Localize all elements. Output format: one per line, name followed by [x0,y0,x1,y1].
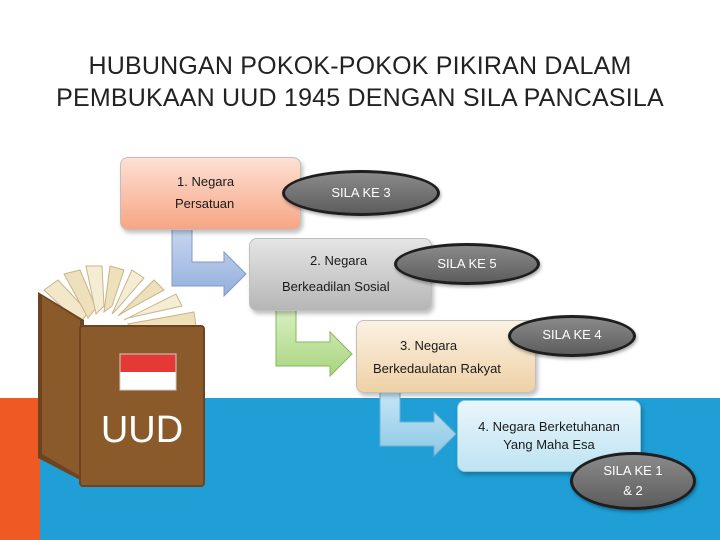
sila-badge-3: SILA KE 3 [282,170,440,216]
step-box-negara-persatuan: 1. Negara Persatuan [120,157,301,230]
arrow-2-to-3 [275,309,353,378]
step-4-line-1: 4. Negara Berketuhanan [478,419,620,434]
sila-badge-3-label: SILA KE 3 [331,185,391,200]
sila-badge-4-label: SILA KE 4 [542,327,602,342]
step-box-negara-berkedaulatan-rakyat: 3. Negara Berkedaulatan Rakyat [356,320,536,393]
indonesia-flag-icon [119,353,177,391]
arrow-1-to-2 [171,228,247,298]
step-1-line-1: 1. Negara [177,174,235,189]
step-3-line-1: 3. Negara [400,338,458,353]
sila-badge-5-label: SILA KE 5 [437,256,497,271]
sila-badge-4: SILA KE 4 [508,315,636,357]
step-4-line-2: Yang Maha Esa [503,437,595,452]
sila-badge-1-2: SILA KE 1 & 2 [570,452,696,510]
book-label: UUD [101,409,183,451]
sila-badge-5: SILA KE 5 [394,243,540,285]
step-2-line-1: 2. Negara [310,253,368,268]
step-3-line-2: Berkedaulatan Rakyat [373,361,501,376]
title-line-2: PEMBUKAAN UUD 1945 DENGAN SILA PANCASILA [56,84,664,112]
page-title: HUBUNGAN POKOK-POKOK PIKIRAN DALAM PEMBU… [40,50,680,114]
arrow-3-to-4 [379,391,457,458]
step-box-negara-berkeadilan-sosial: 2. Negara Berkeadilan Sosial [249,238,432,311]
sila-badge-1-2-line-2: & 2 [623,483,643,498]
step-2-line-2: Berkeadilan Sosial [282,279,390,294]
sila-badge-1-2-line-1: SILA KE 1 [603,463,663,478]
title-line-1: HUBUNGAN POKOK-POKOK PIKIRAN DALAM [88,52,632,80]
step-1-line-2: Persatuan [175,196,235,211]
uud-book-icon: UUD [38,265,205,487]
background-orange-band [0,398,40,540]
